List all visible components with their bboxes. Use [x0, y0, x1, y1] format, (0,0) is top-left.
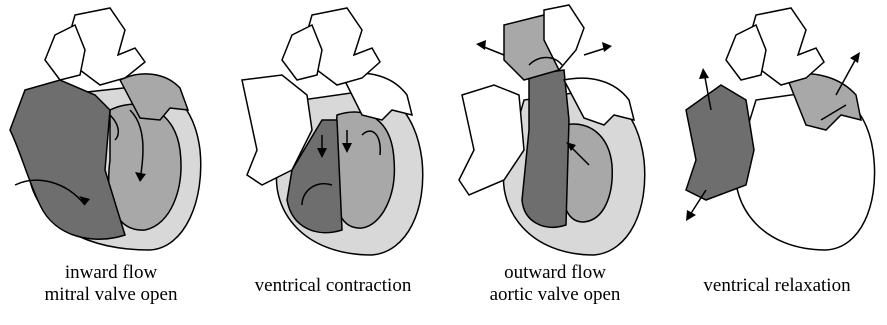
caption-ventrical-contraction: ventrical contraction: [222, 275, 444, 297]
arrowhead: [699, 68, 709, 79]
pulmonary-vessel: [726, 25, 766, 80]
arrowhead: [476, 40, 486, 50]
left-ventricle: [109, 104, 181, 230]
arrowhead: [602, 42, 612, 52]
caption-line: ventrical contraction: [222, 275, 444, 297]
arrowhead: [686, 210, 696, 221]
caption-line: inward flow: [0, 262, 222, 284]
panel-ventrical-relaxation: ventrical relaxation: [666, 0, 887, 325]
heart-illustration-inward-flow: [0, 0, 222, 260]
caption-inward-flow: inward flow mitral valve open: [0, 262, 222, 306]
heart-illustration-contraction: [222, 0, 444, 260]
caption-line: aortic valve open: [444, 284, 666, 306]
pulmonary-vessel: [45, 25, 85, 80]
caption-line: outward flow: [444, 262, 666, 284]
caption-outward-flow: outward flow aortic valve open: [444, 262, 666, 306]
panel-outward-flow: outward flow aortic valve open: [444, 0, 666, 325]
panel-inward-flow: inward flow mitral valve open: [0, 0, 222, 325]
panel-ventrical-contraction: ventrical contraction: [222, 0, 444, 325]
caption-line: ventrical relaxation: [666, 275, 887, 297]
caption-ventrical-relaxation: ventrical relaxation: [666, 275, 887, 297]
pulmonary-vessel: [282, 25, 322, 80]
right-ventricle: [522, 70, 569, 227]
heart-illustration-relaxation: [666, 0, 887, 260]
caption-line: mitral valve open: [0, 284, 222, 306]
right-atrium: [686, 85, 754, 200]
heart-illustration-outward-flow: [444, 0, 666, 260]
